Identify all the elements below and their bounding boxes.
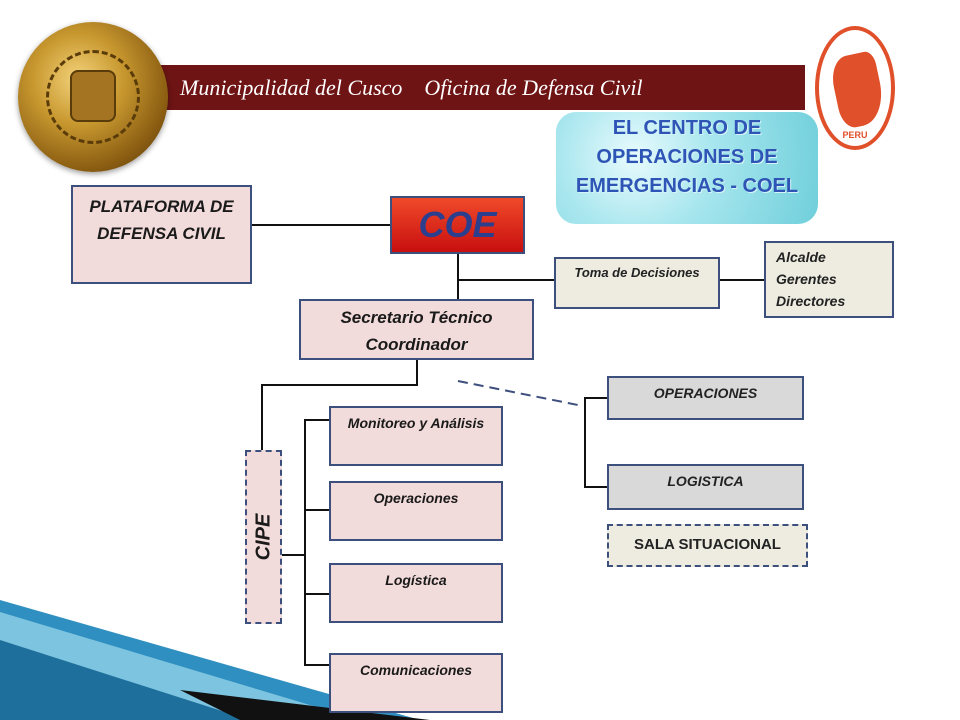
- node-comunicaciones: Comunicaciones: [329, 653, 503, 713]
- node-logistica-sub: Logística: [329, 563, 503, 623]
- line-dashed-link: [457, 380, 579, 406]
- accent-stripe-dark: [0, 640, 250, 720]
- node-sala-situacional: SALA SITUACIONAL: [607, 524, 808, 567]
- directores-line: Directores: [776, 293, 846, 309]
- node-toma-decisiones: Toma de Decisiones: [554, 257, 720, 309]
- node-monitoreo: Monitoreo y Análisis: [329, 406, 503, 466]
- header-left-title: Municipalidad del Cusco: [180, 75, 403, 100]
- node-operaciones-sub: Operaciones: [329, 481, 503, 541]
- node-logistica: LOGISTICA: [607, 464, 804, 510]
- gerentes-line: Gerentes: [776, 271, 837, 287]
- defensa-civil-peru-logo-icon: PERU: [815, 26, 895, 150]
- alcalde-line: Alcalde: [776, 249, 826, 265]
- line-secretario-cipe: [261, 360, 418, 450]
- cipe-label: CIPE: [252, 513, 274, 561]
- node-plataforma: PLATAFORMA DE DEFENSA CIVIL: [71, 185, 252, 284]
- node-alcalde: Alcalde Gerentes Directores: [764, 241, 894, 318]
- line-operaciones-logistica: [584, 397, 607, 488]
- header-bar: Municipalidad del Cusco Oficina de Defen…: [160, 65, 805, 110]
- coel-banner: EL CENTRO DE OPERACIONES DE EMERGENCIAS …: [556, 112, 818, 224]
- line-cipe-bracket: [304, 419, 329, 666]
- logo-country-label: PERU: [842, 130, 868, 140]
- node-secretario: Secretario Técnico Coordinador: [299, 299, 534, 360]
- cusco-sun-seal-icon: [18, 22, 168, 172]
- node-coe: COE: [390, 196, 525, 254]
- node-cipe: CIPE: [245, 450, 282, 624]
- line-cipe-stub: [282, 554, 306, 565]
- header-right-title: Oficina de Defensa Civil: [424, 75, 643, 100]
- node-operaciones: OPERACIONES: [607, 376, 804, 420]
